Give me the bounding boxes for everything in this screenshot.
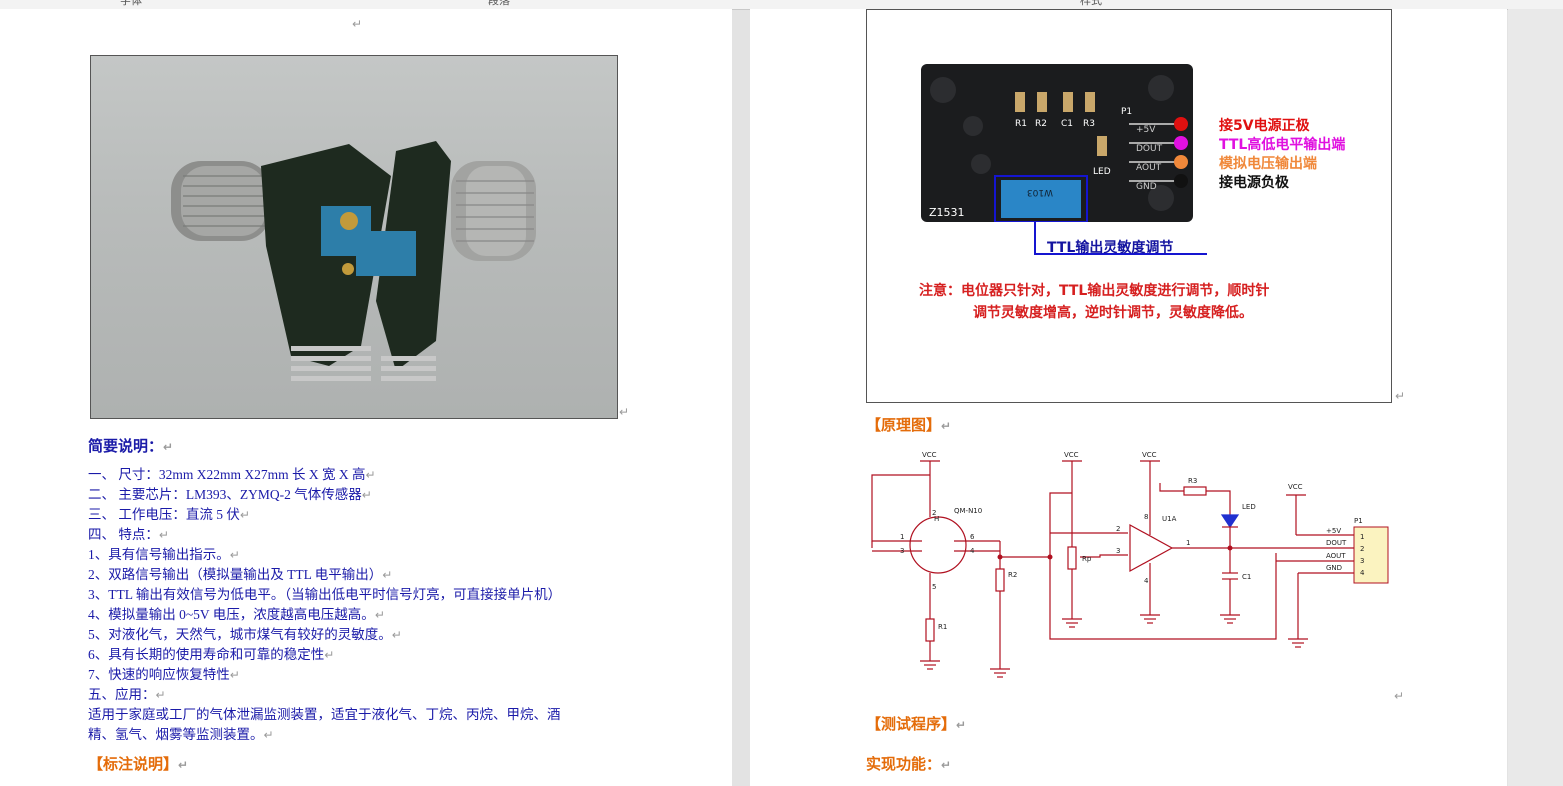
callout-ttl: TTL高低电平输出端 xyxy=(1219,137,1346,153)
pin-label-gnd: GND xyxy=(1136,182,1157,192)
sensor-photo-graphic xyxy=(171,141,536,381)
list-item: 一、 尺寸：32mm X22mm X27mm 长 X 宽 X 高↵ xyxy=(88,467,376,482)
schematic-connector: P1 xyxy=(1354,517,1363,525)
list-item: 四、 特点：↵ xyxy=(88,527,169,542)
list-item: 2、双路信号输出（模拟量输出及 TTL 电平输出）↵ xyxy=(88,567,393,582)
schematic-pin-aout: AOUT xyxy=(1326,552,1346,560)
schematic-pinnum-2: 2 xyxy=(1360,545,1364,553)
schematic-pin-gnd: GND xyxy=(1326,564,1342,572)
pin-label-5v: +5V xyxy=(1136,125,1156,135)
list-item: 五、应用：↵ xyxy=(88,687,166,702)
pin-label-aout: AOUT xyxy=(1136,163,1162,173)
sensor-module-photo[interactable] xyxy=(90,55,618,419)
paragraph-mark: ↵ xyxy=(1394,689,1405,703)
paragraph-mark: ↵ xyxy=(178,758,189,772)
pot-label: W103 xyxy=(1027,187,1053,197)
schematic-sensor-pin-3: 3 xyxy=(900,547,904,555)
list-item: 精、氢气、烟雾等监测装置。↵ xyxy=(88,727,274,742)
schematic-pinnum-4: 4 xyxy=(1360,569,1365,577)
list-item: 6、具有长期的使用寿命和可靠的稳定性↵ xyxy=(88,647,335,662)
schematic-opamp: U1A xyxy=(1162,515,1177,523)
schematic-pin-dout: DOUT xyxy=(1326,539,1347,547)
list-item: 7、快速的响应恢复特性↵ xyxy=(88,667,240,682)
schematic-sensor-pin-1: 1 xyxy=(900,533,904,541)
test-program-heading: 【测试程序】↵ xyxy=(866,713,966,734)
pcb-label-r2: R2 xyxy=(1035,119,1047,129)
document-page-left[interactable]: ↵ xyxy=(0,9,732,786)
list-item: 三、 工作电压：直流 5 伏↵ xyxy=(88,507,250,522)
list-item: 3、TTL 输出有效信号为低电平。（当输出低电平时信号灯亮，可直接接单片机） xyxy=(88,587,562,602)
schematic-opamp-pin-3: 3 xyxy=(1116,547,1120,555)
schematic-sensor: QM-N10 xyxy=(954,507,982,515)
schematic-pin-5v: +5V xyxy=(1326,527,1341,535)
paragraph-mark: ↵ xyxy=(1395,389,1406,403)
schematic-vcc-2: VCC xyxy=(1064,451,1079,459)
schematic-pinnum-1: 1 xyxy=(1360,533,1364,541)
note-line-1: 注意：电位器只针对，TTL输出灵敏度进行调节，顺时针 xyxy=(919,283,1270,299)
schematic-sensor-pin-6: 6 xyxy=(970,533,975,541)
pcb-label-r1: R1 xyxy=(1015,119,1027,129)
pcb-label-c1: C1 xyxy=(1061,119,1073,129)
intro-heading-text: 简要说明： xyxy=(88,437,164,455)
callout-analog: 模拟电压输出端 xyxy=(1219,156,1317,172)
pcb-label-r3: R3 xyxy=(1083,119,1095,129)
pcb-label-board: Z1531 xyxy=(929,206,965,219)
ribbon-label-paragraph: 段落 xyxy=(488,0,510,7)
callout-5v: 接5V电源正极 xyxy=(1219,118,1310,134)
schematic-heading: 【原理图】↵ xyxy=(866,414,951,435)
vertical-scrollbar[interactable] xyxy=(1508,9,1563,786)
callout-gnd: 接电源负极 xyxy=(1219,175,1289,191)
schematic-sensor-pin-4: 4 xyxy=(970,547,975,555)
schematic-vcc-1: VCC xyxy=(922,451,937,459)
schematic-opamp-pin-8: 8 xyxy=(1144,513,1148,521)
schematic-sensor-h: H xyxy=(934,515,939,523)
paragraph-mark: ↵ xyxy=(619,405,630,419)
schematic-heading-text: 【原理图】 xyxy=(866,416,942,434)
schematic-opamp-pin-1: 1 xyxy=(1186,539,1190,547)
test-program-heading-text: 【测试程序】 xyxy=(866,715,957,733)
pcb-graphic: R1 R2 C1 R3 P1 LED Z1531 +5V DOUT AOUT G… xyxy=(929,75,1174,223)
schematic-led: LED xyxy=(1242,503,1256,511)
schematic-r2: R2 xyxy=(1008,571,1017,579)
list-item: 1、具有信号输出指示。↵ xyxy=(88,547,240,562)
callout-ttl-adjust: TTL输出灵敏度调节 xyxy=(1047,240,1174,256)
ribbon-label-font: 字体 xyxy=(120,0,142,7)
schematic-sensor-pin-2: 2 xyxy=(932,509,936,517)
schematic-vcc-4: VCC xyxy=(1288,483,1303,491)
schematic-opamp-pin-2: 2 xyxy=(1116,525,1120,533)
schematic-cap: C1 xyxy=(1242,573,1251,581)
schematic-pot: Rp xyxy=(1082,555,1092,563)
schematic-diagram: VCC VCC VCC VCC QM-N10 H U1A Rp R1 R2 R3… xyxy=(871,451,1389,678)
list-item: 适用于家庭或工厂的气体泄漏监测装置，适宜于液化气、丁烷、丙烷、甲烷、酒 xyxy=(88,707,561,722)
paragraph-mark: ↵ xyxy=(956,718,967,732)
pcb-label-p1: P1 xyxy=(1121,107,1132,117)
schematic-opamp-pin-4: 4 xyxy=(1144,577,1149,585)
ribbon-label-styles: 样式 xyxy=(1080,0,1102,7)
list-item: 5、对液化气，天然气，城市煤气有较好的灵敏度。↵ xyxy=(88,627,402,642)
function-heading: 实现功能：↵ xyxy=(866,753,951,774)
spec-list: 一、 尺寸：32mm X22mm X27mm 长 X 宽 X 高↵ 二、 主要芯… xyxy=(88,465,561,745)
paragraph-mark: ↵ xyxy=(941,758,952,772)
document-page-right[interactable]: R1 R2 C1 R3 P1 LED Z1531 +5V DOUT AOUT G… xyxy=(750,9,1507,786)
intro-heading: 简要说明：↵ xyxy=(88,435,173,456)
paragraph-mark: ↵ xyxy=(352,17,363,31)
schematic-vcc-3: VCC xyxy=(1142,451,1157,459)
schematic-pinnum-3: 3 xyxy=(1360,557,1364,565)
label-heading: 【标注说明】↵ xyxy=(88,753,188,774)
paragraph-mark: ↵ xyxy=(941,419,952,433)
schematic-r3: R3 xyxy=(1188,477,1197,485)
pinout-wires xyxy=(1034,117,1207,255)
list-item: 二、 主要芯片：LM393、ZYMQ-2 气体传感器↵ xyxy=(88,487,372,502)
module-pinout-image[interactable]: R1 R2 C1 R3 P1 LED Z1531 +5V DOUT AOUT G… xyxy=(866,9,1392,403)
schematic-r1: R1 xyxy=(938,623,947,631)
schematic-sensor-pin-5: 5 xyxy=(932,583,936,591)
paragraph-mark: ↵ xyxy=(163,440,174,454)
function-heading-text: 实现功能： xyxy=(866,755,942,773)
list-item: 4、模拟量输出 0~5V 电压，浓度越高电压越高。↵ xyxy=(88,607,385,622)
pin-label-dout: DOUT xyxy=(1136,144,1163,154)
label-heading-text: 【标注说明】 xyxy=(88,755,179,773)
note-line-2: 调节灵敏度增高，逆时针调节，灵敏度降低。 xyxy=(973,305,1253,321)
pcb-label-led: LED xyxy=(1093,167,1111,177)
